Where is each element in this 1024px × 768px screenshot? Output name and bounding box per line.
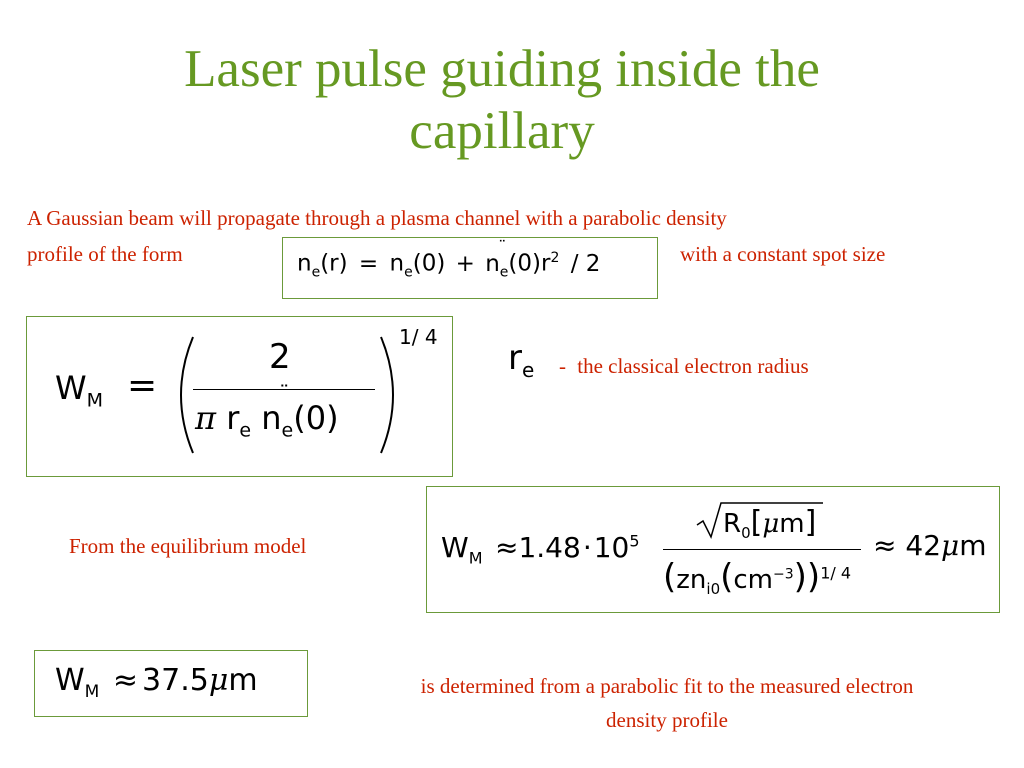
eq1-lhs-sub: e — [311, 264, 321, 281]
equilibrium-equation: WM ≈1.48·105 R0[μm] (zni0(cm−3))1/ 4 ≈ 4… — [426, 486, 1000, 613]
eq1-t1-n: n — [389, 250, 405, 277]
eq2-equals: = — [127, 365, 158, 406]
eq2-numerator: 2 — [269, 337, 291, 377]
eq3-sqrt-sign — [696, 502, 823, 540]
eq1-r: r — [541, 250, 551, 277]
eq2-right-paren — [380, 336, 394, 454]
eq4-approx: ≈ — [112, 663, 139, 698]
slide-title: Laser pulse guiding inside the capillary — [0, 38, 1004, 162]
eq2-pi: π — [195, 399, 217, 437]
eq1-equals: = — [358, 250, 379, 277]
eq3-zn: zn — [676, 565, 707, 595]
eq2-left-paren — [180, 336, 194, 454]
eq2-n-sub: e — [281, 419, 294, 442]
eq2-arg: (0) — [293, 399, 339, 437]
eq3-zn-sub: i0 — [706, 580, 721, 599]
eq4-value: 37.5 — [142, 663, 209, 698]
eq3-ten-exp: 5 — [629, 531, 640, 551]
eq3-fraction-bar — [663, 549, 861, 550]
eq2-n-dots: ¨ — [279, 381, 290, 405]
eq2-n-wrap: n¨ — [261, 381, 289, 437]
eq3-unit-mu: μ — [762, 509, 780, 539]
intro-line-1: A Gaussian beam will propagate through a… — [27, 206, 727, 230]
measured-spot-size-equation: WM ≈37.5μm — [34, 650, 308, 717]
eq2-lhs: WM — [55, 369, 103, 411]
eq2-denominator: π re n¨e(0) — [195, 381, 339, 442]
re-text: the classical electron radius — [577, 354, 809, 378]
eq1-t2-n: n — [485, 250, 500, 277]
eq3-R-sub: 0 — [741, 524, 751, 543]
density-profile-equation: ne(r) = ne(0) + n¨e(0)r2 / 2 — [282, 237, 658, 299]
eq2-n: n — [261, 399, 282, 437]
eq1-plus: + — [455, 250, 475, 277]
re-description: - the classical electron radius — [559, 354, 809, 379]
eq3-result-mu: μ — [941, 529, 960, 562]
eq1-t1-arg: (0) — [412, 250, 446, 277]
eq1-t1-sub: e — [404, 264, 413, 281]
eq3-approx-2: ≈ — [873, 529, 897, 562]
eq2-fraction-bar — [193, 389, 375, 390]
eq4-m: m — [228, 663, 258, 698]
eq2-exponent: 1/ 4 — [399, 325, 438, 349]
spot-size-equation: WM = 2 π re n¨e(0) 1/ 4 — [26, 316, 453, 477]
intro-line-2: profile of the form — [27, 242, 183, 266]
re-dash: - — [559, 354, 566, 378]
eq1-lhs-arg: (r) — [320, 250, 348, 277]
eq2-r: r — [226, 399, 240, 437]
density-profile-formula: ne(r) = ne(0) + n¨e(0)r2 / 2 — [297, 237, 601, 281]
re-r: r — [508, 338, 522, 378]
eq2-W: W — [55, 369, 87, 407]
re-sub: e — [521, 357, 535, 382]
eq3-den-exp: 1/ 4 — [820, 563, 852, 583]
eq1-t2-arg: (0) — [508, 250, 542, 277]
eq3-dot: · — [582, 531, 592, 564]
eq3-cm-exp: −3 — [773, 566, 794, 583]
re-symbol: re — [508, 338, 534, 382]
eq3-R: R — [723, 509, 742, 539]
eq2-r-sub: e — [239, 419, 252, 442]
eq3-cm: cm — [733, 565, 774, 595]
eq4-W: W — [55, 663, 85, 698]
fit-note-line-1: is determined from a parabolic fit to th… — [420, 674, 914, 698]
eq1-t2: n¨ — [485, 237, 506, 277]
title-line-2: capillary — [409, 102, 595, 160]
eq1-t2-sub: e — [499, 264, 509, 281]
eq3-coefficient: ≈1.48·105 — [495, 531, 640, 564]
intro-suffix: with a constant spot size — [680, 242, 886, 266]
eq3-ten: 10 — [593, 531, 630, 564]
eq3-numerator: R0[μm] — [723, 505, 817, 543]
eq3-result-num: 42 — [905, 529, 942, 562]
eq3-unit-m: m — [779, 509, 805, 539]
eq3-result-m: m — [959, 529, 987, 562]
fit-note-line-2: density profile — [606, 708, 728, 732]
eq1-div: / 2 — [570, 250, 601, 277]
eq4-W-sub: M — [84, 682, 100, 702]
eq1-t2-dots: ¨ — [498, 236, 507, 256]
eq3-denominator: (zni0(cm−3))1/ 4 — [663, 557, 852, 599]
eq1-lhs-n: n — [297, 250, 312, 277]
eq3-result: ≈ 42μm — [873, 529, 987, 562]
title-line-1: Laser pulse guiding inside the — [184, 40, 820, 98]
eq3-lhs: WM — [441, 531, 483, 568]
fit-note: is determined from a parabolic fit to th… — [330, 669, 1004, 737]
eq3-W-sub: M — [468, 548, 483, 568]
eq3-W: W — [441, 531, 469, 564]
eq1-r-exp: 2 — [550, 250, 560, 266]
eq3-approx-1: ≈ — [495, 531, 519, 564]
eq2-W-sub: M — [86, 389, 104, 412]
eq4-mu: μ — [208, 663, 229, 698]
eq4-formula: WM ≈37.5μm — [55, 663, 258, 702]
equilibrium-label: From the equilibrium model — [69, 534, 307, 558]
eq3-coef: 1.48 — [518, 531, 581, 564]
